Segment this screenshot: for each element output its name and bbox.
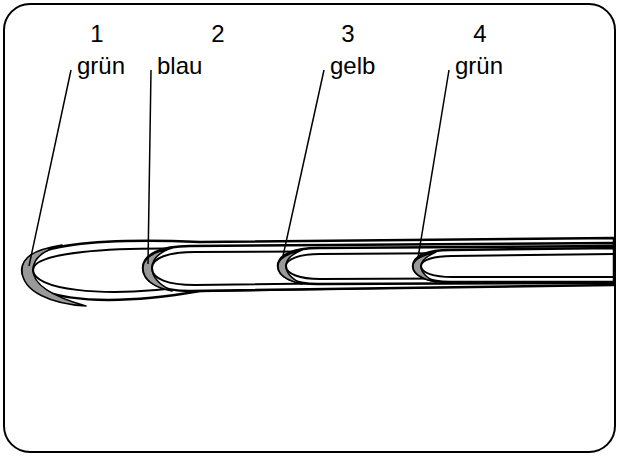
loop-4: [413, 248, 614, 282]
callout-number: 2: [211, 20, 224, 48]
loop-3: [278, 246, 614, 284]
color-label: gelb: [330, 52, 375, 80]
color-label: blau: [157, 52, 202, 80]
loop-4-tip: [413, 252, 436, 282]
leader-line: [418, 70, 449, 258]
leader-line: [29, 70, 71, 266]
leader-lines: [29, 70, 449, 266]
loop-4-inner: [421, 254, 614, 277]
color-label: grün: [77, 52, 125, 80]
loop-1: [22, 238, 614, 300]
leader-line: [283, 70, 324, 256]
loops: [22, 238, 614, 306]
callout-number: 4: [473, 20, 486, 48]
callout-number: 3: [341, 20, 354, 48]
loop-3-tip: [278, 250, 302, 284]
callout-number: 1: [90, 20, 103, 48]
frame: [4, 4, 615, 452]
loop-2: [143, 243, 614, 291]
color-label: grün: [455, 52, 503, 80]
leader-line: [148, 70, 151, 264]
